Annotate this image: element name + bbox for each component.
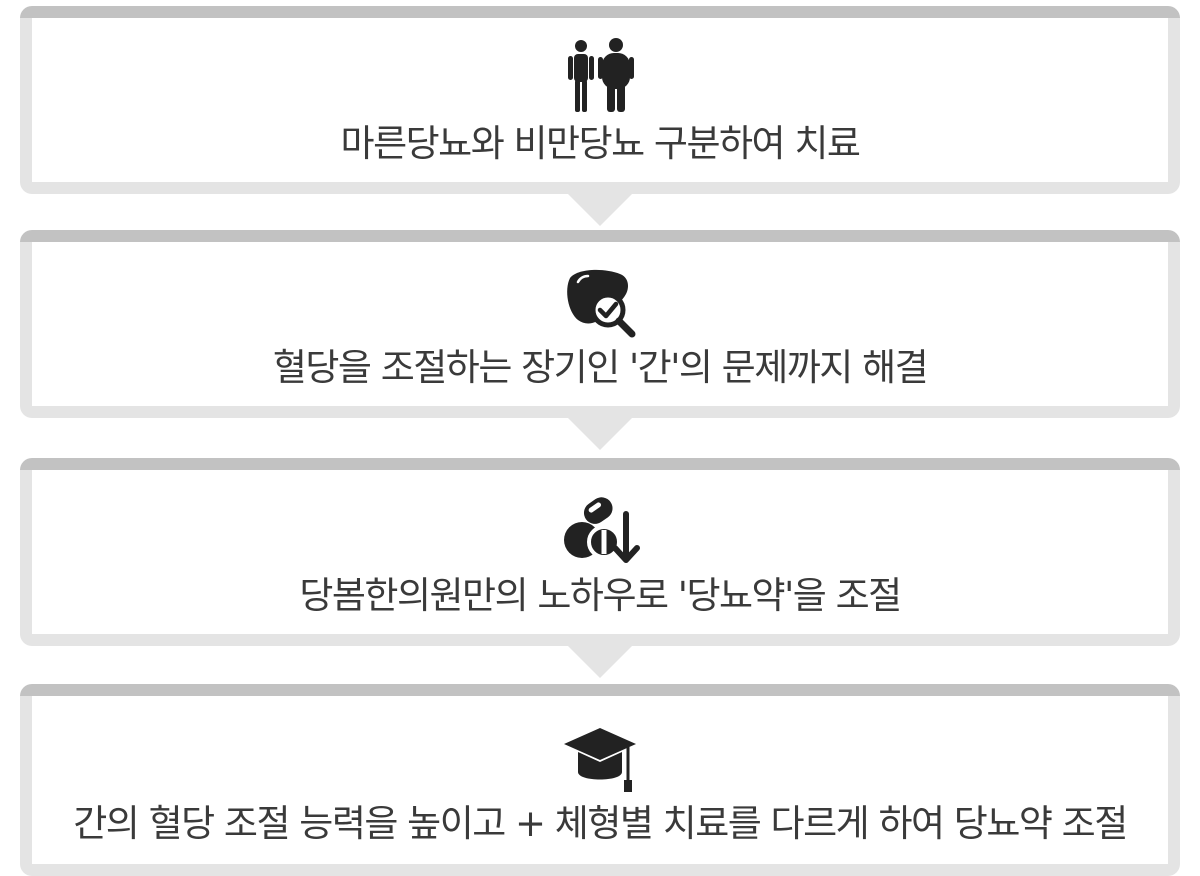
step-card-3-content: 당봄한의원만의 노하우로 '당뇨약'을 조절	[32, 470, 1168, 634]
step-card-1: 마른당뇨와 비만당뇨 구분하여 치료	[20, 6, 1180, 194]
flow-arrow-3	[568, 646, 632, 678]
step-label-3: 당봄한의원만의 노하우로 '당뇨약'을 조절	[299, 573, 902, 617]
pills-down-icon	[560, 488, 640, 568]
flow-arrow-2	[568, 418, 632, 450]
step-label-1: 마른당뇨와 비만당뇨 구분하여 치료	[340, 121, 861, 165]
graduation-cap-icon	[560, 716, 640, 796]
two-people-icon	[560, 36, 640, 116]
step-card-2: 혈당을 조절하는 장기인 '간'의 문제까지 해결	[20, 230, 1180, 418]
step-card-1-content: 마른당뇨와 비만당뇨 구분하여 치료	[32, 18, 1168, 182]
step-label-2: 혈당을 조절하는 장기인 '간'의 문제까지 해결	[272, 345, 929, 389]
step-label-4: 간의 혈당 조절 능력을 높이고 + 체형별 치료를 다르게 하여 당뇨약 조절	[73, 801, 1128, 845]
liver-check-icon	[560, 260, 640, 340]
flow-arrow-1	[568, 194, 632, 226]
step-card-2-content: 혈당을 조절하는 장기인 '간'의 문제까지 해결	[32, 242, 1168, 406]
step-card-4: 간의 혈당 조절 능력을 높이고 + 체형별 치료를 다르게 하여 당뇨약 조절	[20, 684, 1180, 876]
step-card-3: 당봄한의원만의 노하우로 '당뇨약'을 조절	[20, 458, 1180, 646]
step-card-4-content: 간의 혈당 조절 능력을 높이고 + 체형별 치료를 다르게 하여 당뇨약 조절	[32, 696, 1168, 864]
